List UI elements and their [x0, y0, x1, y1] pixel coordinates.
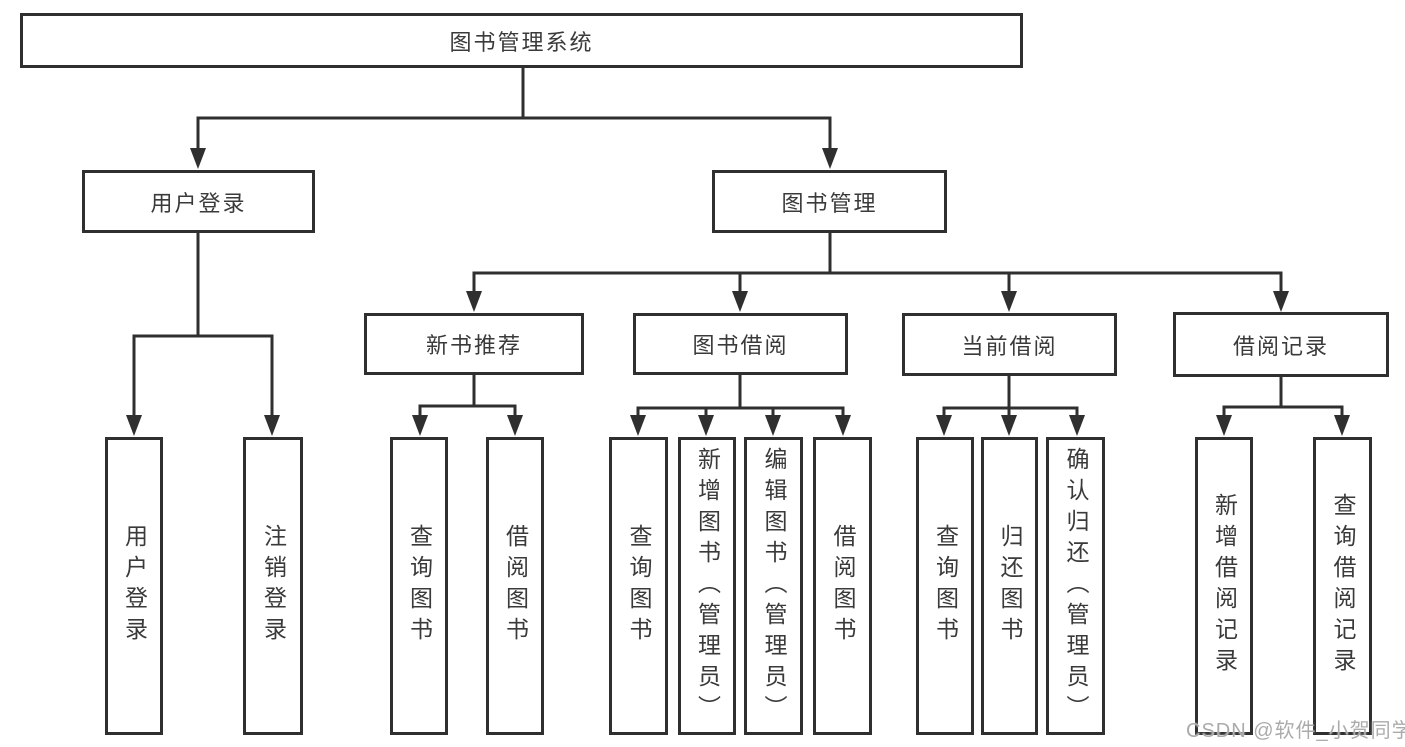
connector-user-login-children [132, 231, 274, 418]
node-leaf-logout: 注销登录 [243, 437, 303, 735]
node-leaf-edit-book-admin: 编辑图书（管理员） [744, 437, 803, 735]
node-root: 图书管理系统 [20, 13, 1023, 68]
node-leaf-return-book: 归还图书 [981, 437, 1038, 735]
node-leaf-borrow-book-rec: 借阅图书 [486, 437, 544, 735]
node-leaf-query-book-rec: 查询图书 [390, 437, 448, 735]
node-leaf-query-book-borrow: 查询图书 [609, 437, 668, 735]
connector-book-borrow-children [636, 373, 845, 418]
connector-book-mgmt-children [472, 231, 1283, 294]
node-new-book-rec: 新书推荐 [364, 313, 584, 375]
node-leaf-query-borrow-record: 查询借阅记录 [1313, 437, 1372, 735]
connector-current-borrow-children [942, 374, 1079, 418]
node-borrow-records: 借阅记录 [1173, 312, 1389, 377]
node-current-borrow: 当前借阅 [902, 313, 1117, 376]
node-leaf-add-book-admin: 新增图书（管理员） [678, 437, 736, 735]
node-user-login: 用户登录 [82, 170, 315, 233]
connector-root-to-level2 [196, 66, 832, 152]
node-leaf-query-book-current: 查询图书 [916, 437, 974, 735]
connector-new-book-rec-children [418, 373, 517, 418]
node-book-borrow: 图书借阅 [633, 313, 848, 375]
connector-borrow-records-children [1222, 375, 1344, 418]
node-book-mgmt: 图书管理 [712, 170, 947, 233]
node-leaf-confirm-return-admin: 确认归还（管理员） [1046, 437, 1105, 735]
watermark: CSDN @软件_小贺同学 [1186, 720, 1405, 742]
node-leaf-user-login: 用户登录 [105, 437, 163, 735]
node-leaf-borrow-book-borrow: 借阅图书 [813, 437, 872, 735]
arrowheads [126, 148, 1350, 436]
node-leaf-add-borrow-record: 新增借阅记录 [1195, 437, 1253, 735]
